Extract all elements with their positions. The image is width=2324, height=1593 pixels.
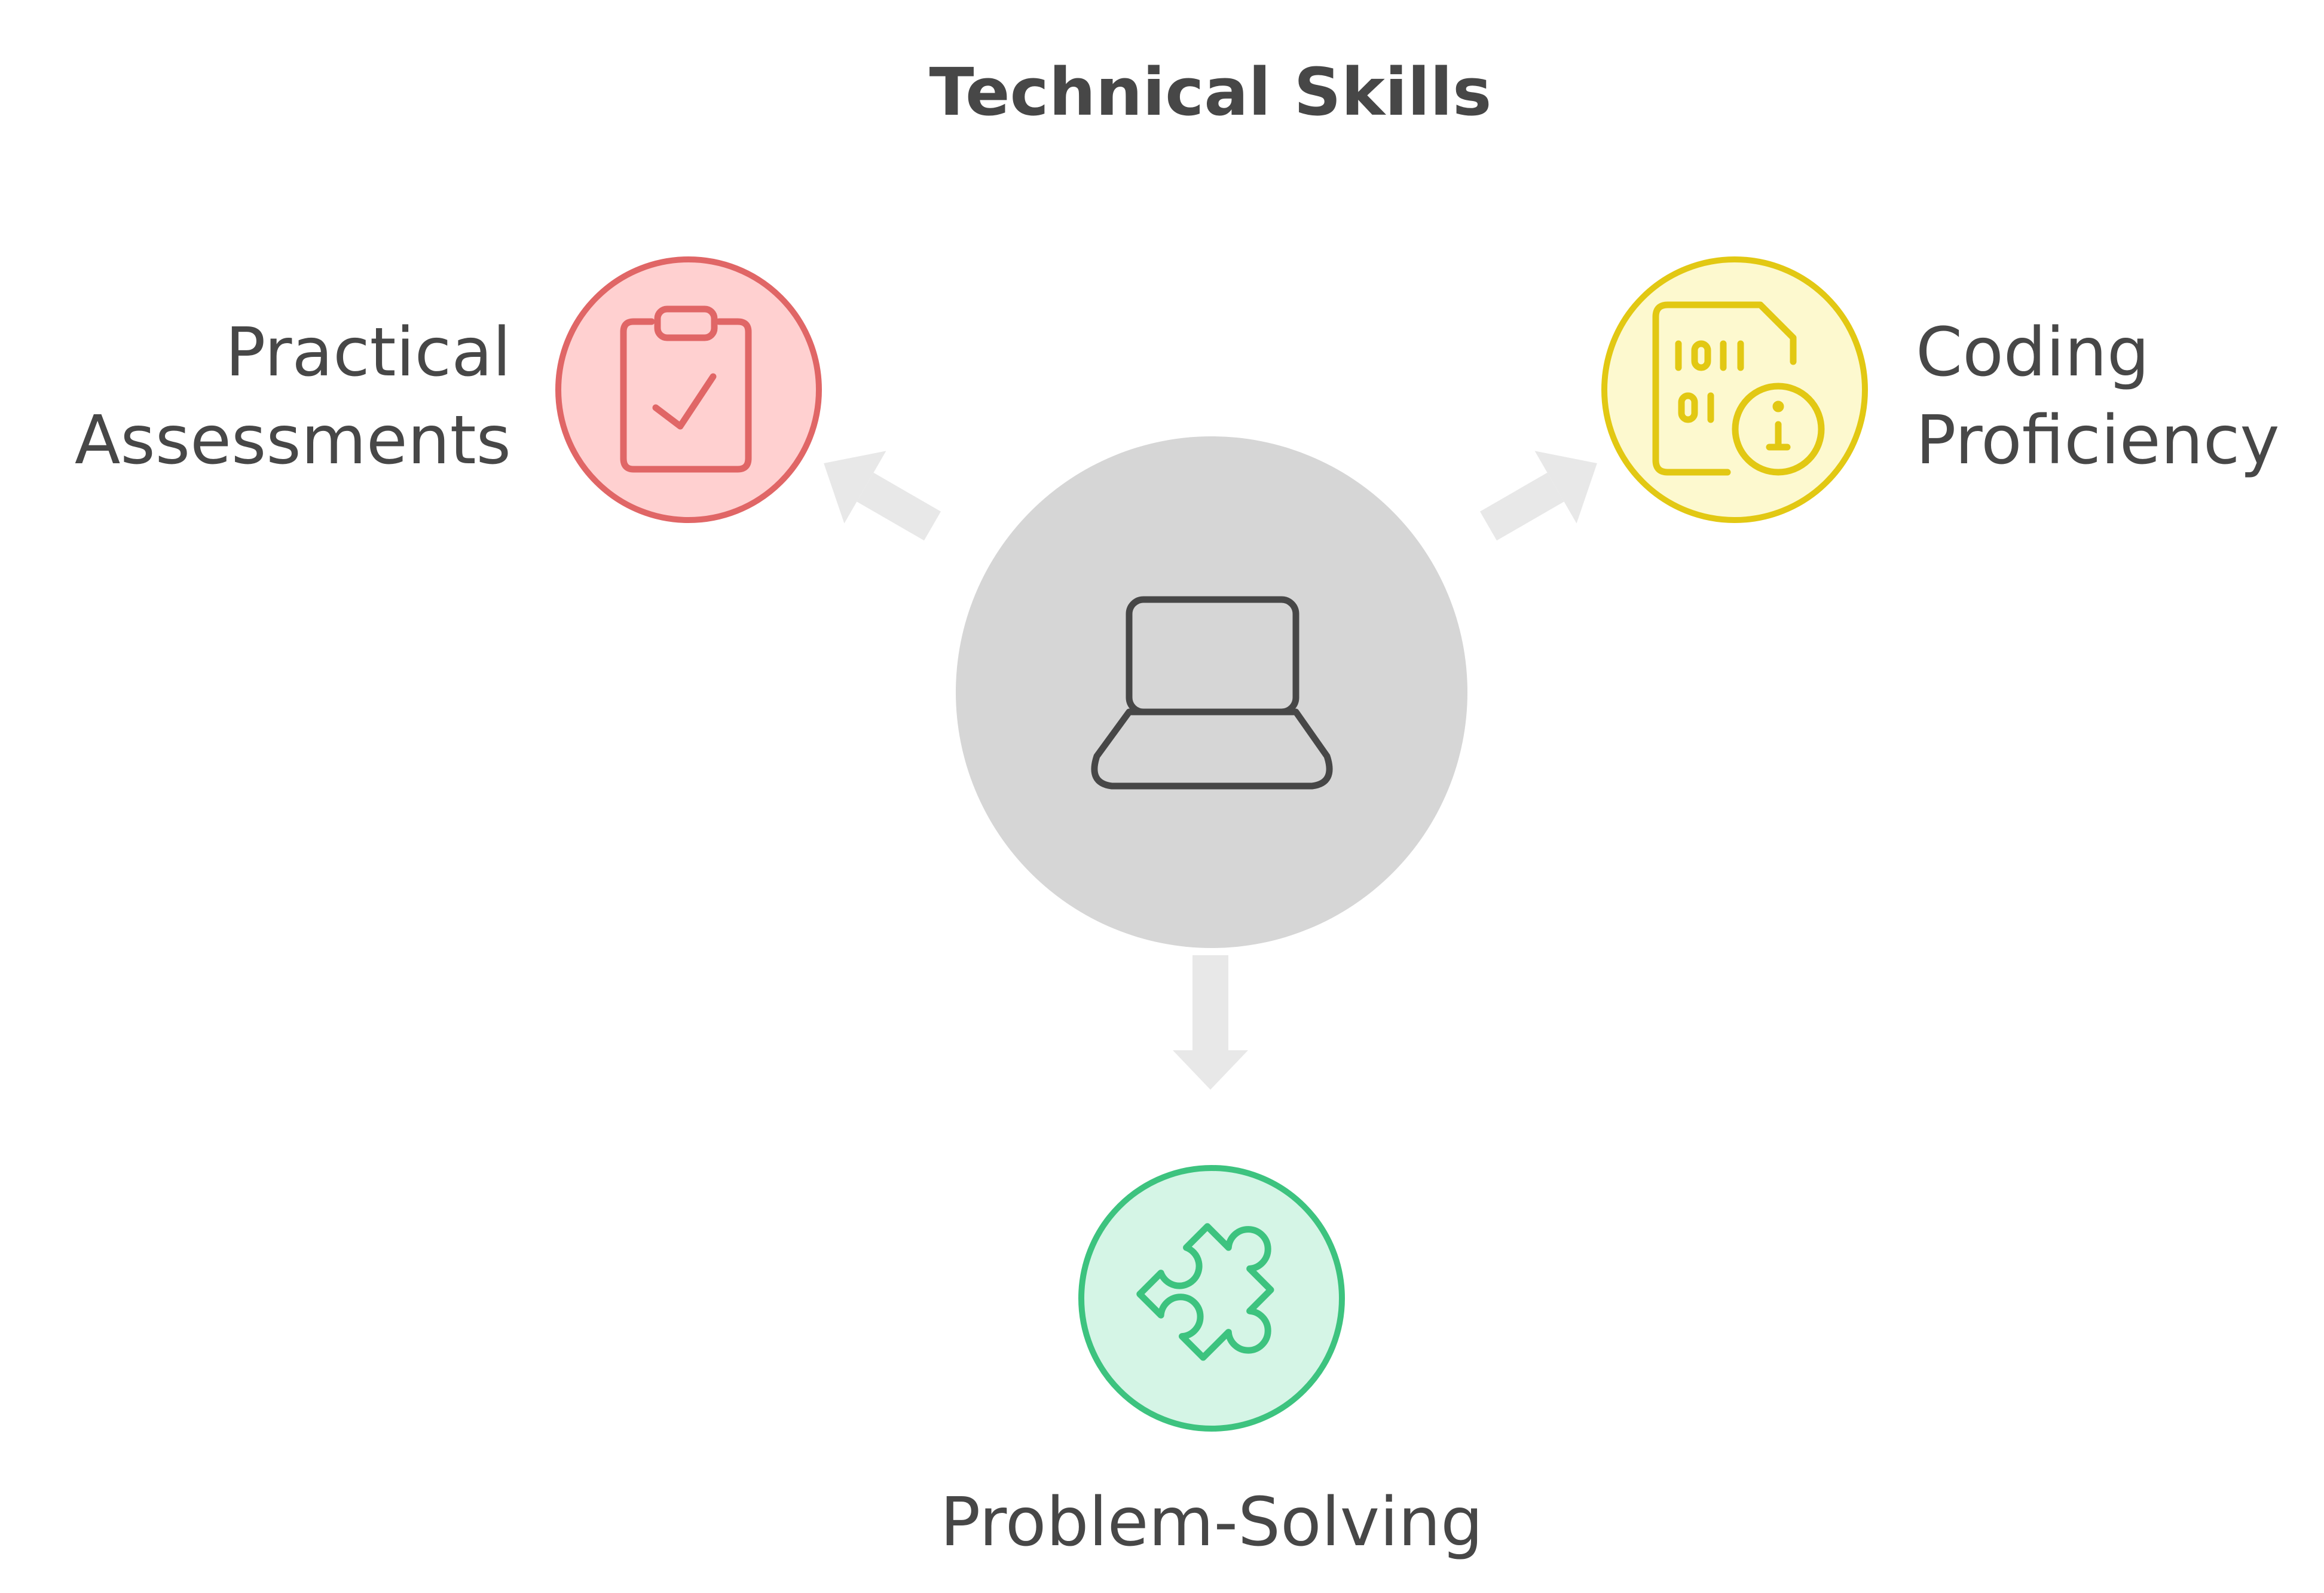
arrow-to-problem-solving — [1173, 955, 1248, 1090]
arrow-shaft-right — [1480, 472, 1564, 541]
practical-label-line2: Assessments — [75, 402, 511, 479]
clipboard-check-icon — [620, 305, 752, 473]
practical-label-line1: Practical — [225, 314, 511, 392]
practical-assessments-circle — [555, 256, 822, 523]
puzzle-piece-icon — [1136, 1223, 1274, 1361]
coding-proficiency-circle — [1601, 256, 1868, 523]
diagram-title: Technical Skills — [929, 54, 1492, 130]
laptop-icon — [1091, 596, 1333, 790]
binary-file-info-icon — [1652, 301, 1825, 476]
center-circle — [956, 436, 1467, 948]
problem-solving-label: Problem-Solving — [940, 1484, 1484, 1561]
arrow-head-right — [1534, 451, 1597, 524]
arrow-head-left — [824, 451, 886, 524]
coding-label-line1: Coding — [1916, 314, 2149, 392]
arrow-shapes — [824, 451, 1597, 541]
arrows — [1173, 955, 1248, 1090]
problem-solving-circle — [1078, 1165, 1345, 1432]
coding-label-line2: Proficiency — [1916, 402, 2280, 479]
arrow-shaft-left — [857, 472, 941, 541]
